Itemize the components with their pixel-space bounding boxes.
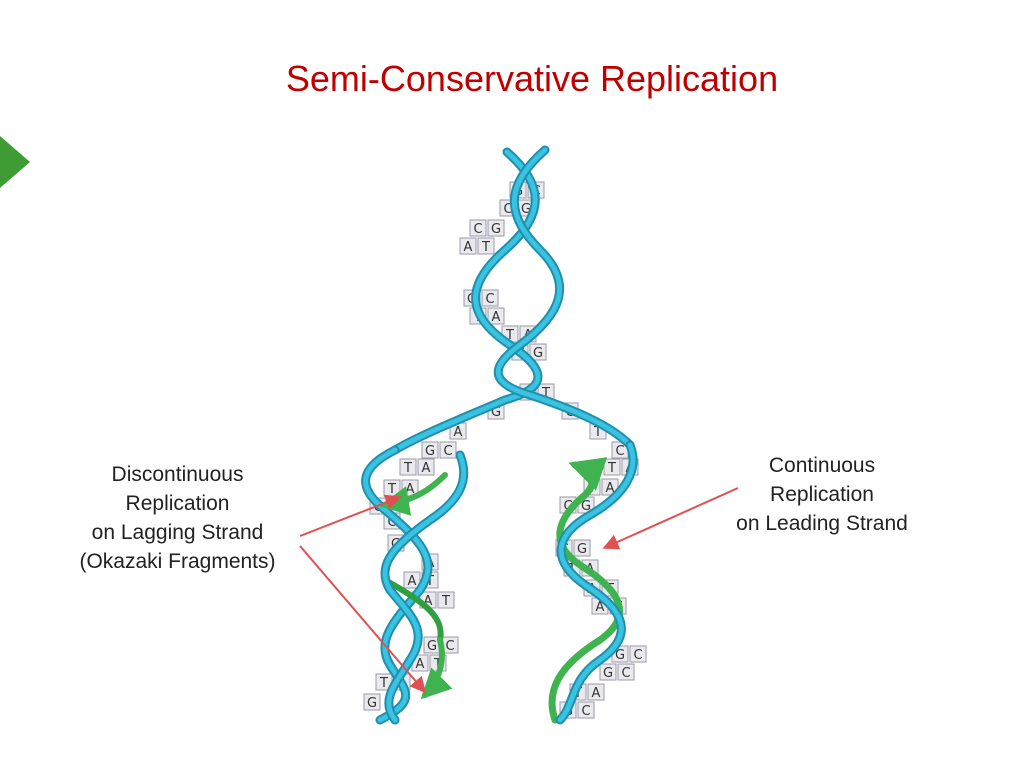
parent-base-4-b: C [485,292,494,307]
lagging-base-8-a: A [424,594,433,609]
lagging-label-line-1: Discontinuous [111,463,244,486]
leading-base-9-b-tile [587,683,605,701]
lagging-helix [361,445,469,725]
leading-new-strand [548,457,624,724]
lagging-base-12-a: G [367,696,377,711]
leading-base-8-b: C [621,666,630,681]
parent-base-4-b-tile [481,289,499,307]
lagging-base-12-a-tile [363,693,381,711]
parent-base-5-b-tile [487,307,505,325]
parent-base-1-b: G [521,202,531,217]
pointer-leading [602,487,739,550]
pointer-arrows [299,487,739,694]
slide-title: Semi-Conservative Replication [285,58,779,99]
fork-base-2: A [454,425,463,440]
lagging-base-9-b: C [445,639,454,654]
lagging-base-0-a-tile [421,441,439,459]
leading-base-6-a: A [596,600,605,615]
lagging-base-1-b: A [422,461,431,476]
pointer-lagging-lower [299,545,427,694]
leading-base-7-b: C [633,648,642,663]
leading-base-8-a-tile [599,663,617,681]
okazaki-fragment-3 [420,637,453,700]
leading-strand-label: Continuous Replication on Leading Strand [712,451,932,538]
leading-base-0-a: T [607,461,616,476]
parent-base-7-b: G [533,346,543,361]
parent-base-3-b-tile [477,237,495,255]
leading-base-8-a: G [603,666,613,681]
parent-strand-b [493,145,635,450]
parent-helix [390,145,635,455]
parent-base-5-b: A [492,310,501,325]
leading-label-line-3: on Leading Strand [736,512,908,535]
lagging-base-9-a: G [427,639,437,654]
parent-base-3-a-tile [459,237,477,255]
lagging-base-2-a: T [387,482,396,497]
parent-base-2-b: G [491,222,501,237]
lagging-base-4-a: C [387,515,396,530]
leading-base-10-b: C [581,704,590,719]
leading-base-2-a: C [563,499,572,514]
leading-label-line-1: Continuous [768,454,876,477]
leading-base-8-b-tile [617,663,635,681]
lagging-base-8-b: T [441,594,450,609]
fork-base-0: G [491,405,501,420]
next-slide-arrow-icon[interactable] [0,136,30,188]
lagging-base-10-a: A [416,657,425,672]
lagging-label-line-3: on Lagging Strand [91,521,264,544]
leading-base-7-a: G [615,648,625,663]
lagging-strand-label: Discontinuous Replication on Lagging Str… [55,460,300,576]
lagging-base-10-b: T [433,657,442,672]
fork-base-4: C [615,444,624,459]
leading-base-1-b: A [606,481,615,496]
parent-base-6-a: T [505,328,514,343]
pointer-lagging-upper [299,494,402,537]
fork-base-3: T [593,425,602,440]
leading-base-10-b-tile [577,701,595,719]
lagging-base-0-b-tile [439,441,457,459]
parent-base-2-a-tile [469,219,487,237]
parent-base-2-a: C [473,222,482,237]
parent-base-3-b: T [481,240,490,255]
lagging-label-line-2: Replication [125,492,230,515]
leading-label-line-2: Replication [770,483,874,506]
parent-base-3-a: A [464,240,473,255]
lagging-base-7-a: A [408,574,417,589]
leading-base-9-b: A [592,686,601,701]
lagging-base-8-b-tile [437,591,455,609]
parent-base-8-b: T [541,386,550,401]
leading-base-3-b: G [577,542,587,557]
leading-base-2-b: G [581,499,591,514]
lagging-base-0-b: C [443,444,452,459]
parent-base-1-a: C [503,202,512,217]
okazaki-fragment-2 [382,577,444,643]
leading-helix [548,440,638,725]
lagging-base-1-a: T [403,461,412,476]
lagging-base-1-b-tile [417,458,435,476]
lagging-base-11-a: T [379,676,388,691]
lagging-base-0-a: G [425,444,435,459]
parent-base-2-b-tile [487,219,505,237]
lagging-base-7-a-tile [403,571,421,589]
lagging-label-line-4: (Okazaki Fragments) [79,550,276,573]
leading-base-3-b-tile [573,539,591,557]
leading-base-7-b-tile [629,645,647,663]
lagging-base-1-a-tile [399,458,417,476]
parent-base-7-b-tile [529,343,547,361]
